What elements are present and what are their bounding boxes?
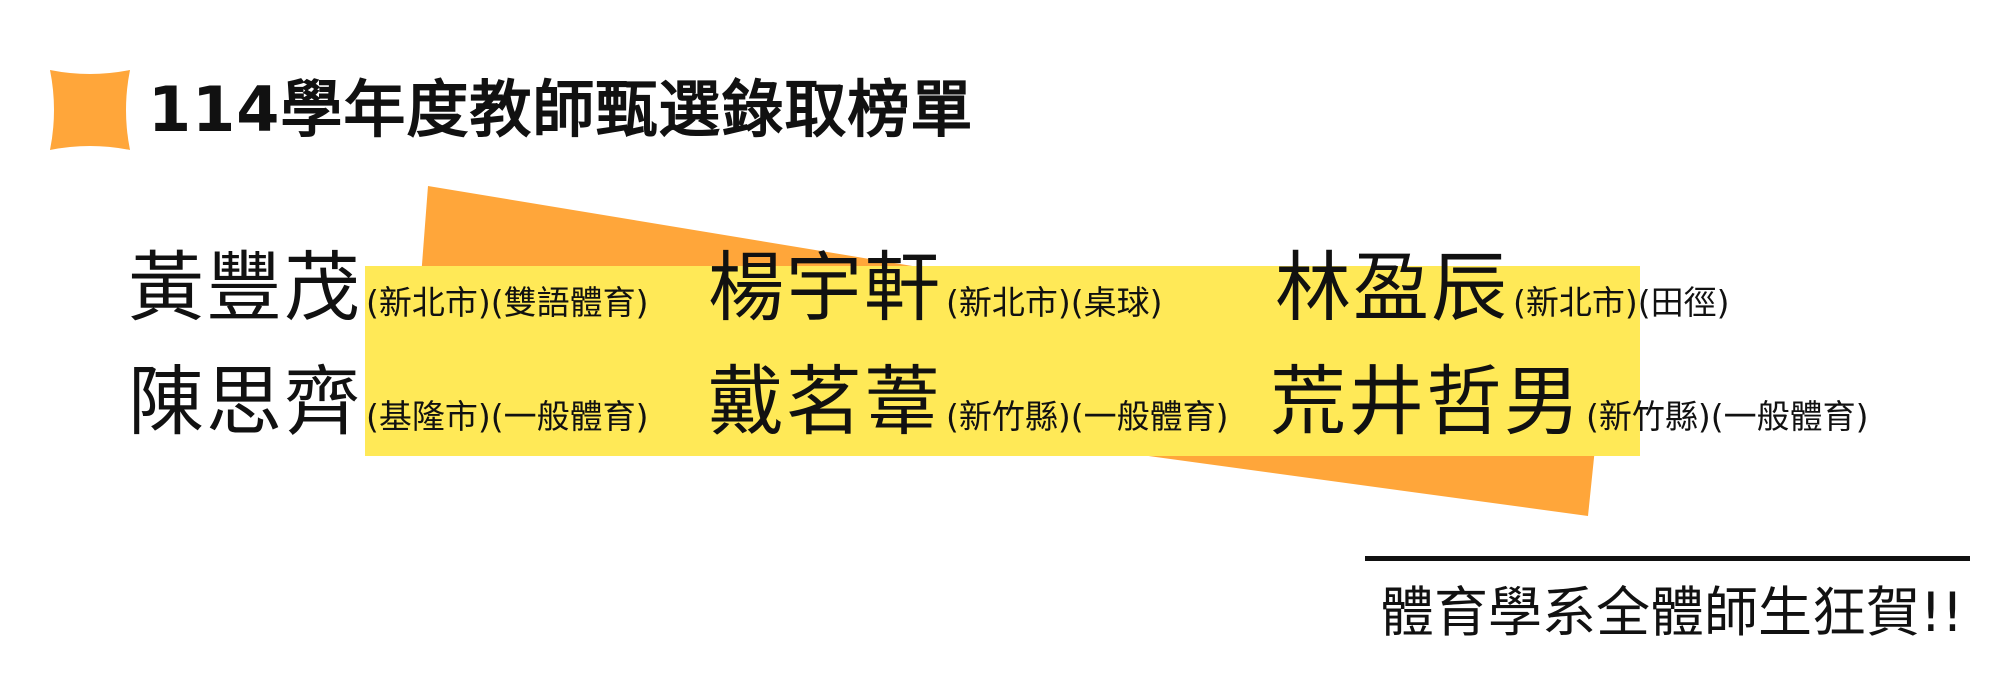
entry-subject: (一般體育) <box>1710 397 1869 436</box>
entry-subject: (一般體育) <box>1070 397 1229 436</box>
entry-subject: (田徑) <box>1637 283 1730 322</box>
entry-subject: (一般體育) <box>490 397 649 436</box>
footer-congratulations: 體育學系全體師生狂賀!! <box>1380 581 1964 644</box>
entry-region: (基隆市) <box>366 397 491 436</box>
entry-3: 林盈辰 (新北市) (田徑) <box>1275 250 1730 326</box>
entry-name: 荒井哲男 <box>1270 357 1582 446</box>
entry-subject: (桌球) <box>1070 283 1163 322</box>
entry-4: 陳思齊 (基隆市) (一般體育) <box>128 364 649 440</box>
entry-region: (新北市) <box>1513 283 1638 322</box>
entry-5: 戴茗葦 (新竹縣) (一般體育) <box>708 364 1229 440</box>
entry-name: 楊宇軒 <box>708 243 942 332</box>
entry-region: (新竹縣) <box>946 397 1071 436</box>
title-square-icon <box>50 70 130 150</box>
entry-subject: (雙語體育) <box>490 283 649 322</box>
entry-2: 楊宇軒 (新北市) (桌球) <box>708 250 1163 326</box>
entry-6: 荒井哲男 (新竹縣) (一般體育) <box>1270 364 1869 440</box>
entry-region: (新竹縣) <box>1586 397 1711 436</box>
yellow-highlight-band <box>365 266 1640 456</box>
entry-name: 林盈辰 <box>1275 243 1509 332</box>
entry-name: 戴茗葦 <box>708 357 942 446</box>
entry-name: 陳思齊 <box>128 357 362 446</box>
footer-divider <box>1365 556 1970 561</box>
entry-1: 黃豐茂 (新北市) (雙語體育) <box>128 250 649 326</box>
page-title: 114學年度教師甄選錄取榜單 <box>148 73 974 146</box>
entry-region: (新北市) <box>946 283 1071 322</box>
entry-name: 黃豐茂 <box>128 243 362 332</box>
entry-region: (新北市) <box>366 283 491 322</box>
